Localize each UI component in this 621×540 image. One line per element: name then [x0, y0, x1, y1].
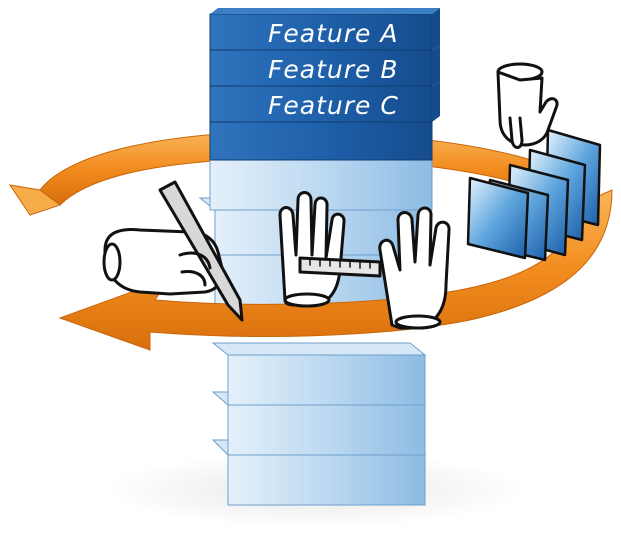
ruler-icon [298, 256, 382, 278]
feature-b-label: Feature B [268, 55, 398, 84]
feature-block-b: Feature B [209, 46, 440, 87]
feature-block-a: Feature A [209, 8, 440, 51]
feature-block-empty-dark [209, 121, 433, 161]
feature-a-label: Feature A [268, 19, 398, 48]
feature-c-label: Feature C [268, 91, 399, 120]
hand-sorting-cards-icon [466, 62, 602, 262]
feature-block-c: Feature C [209, 82, 440, 123]
pointing-hand-icon [496, 62, 559, 149]
measuring-hands-with-ruler-icon [278, 191, 451, 330]
empty-block-bottom-1 [211, 342, 427, 406]
cycle-arrow-icon [8, 184, 613, 351]
writing-hand-with-pen-icon [102, 180, 244, 322]
card-stack [466, 128, 602, 262]
